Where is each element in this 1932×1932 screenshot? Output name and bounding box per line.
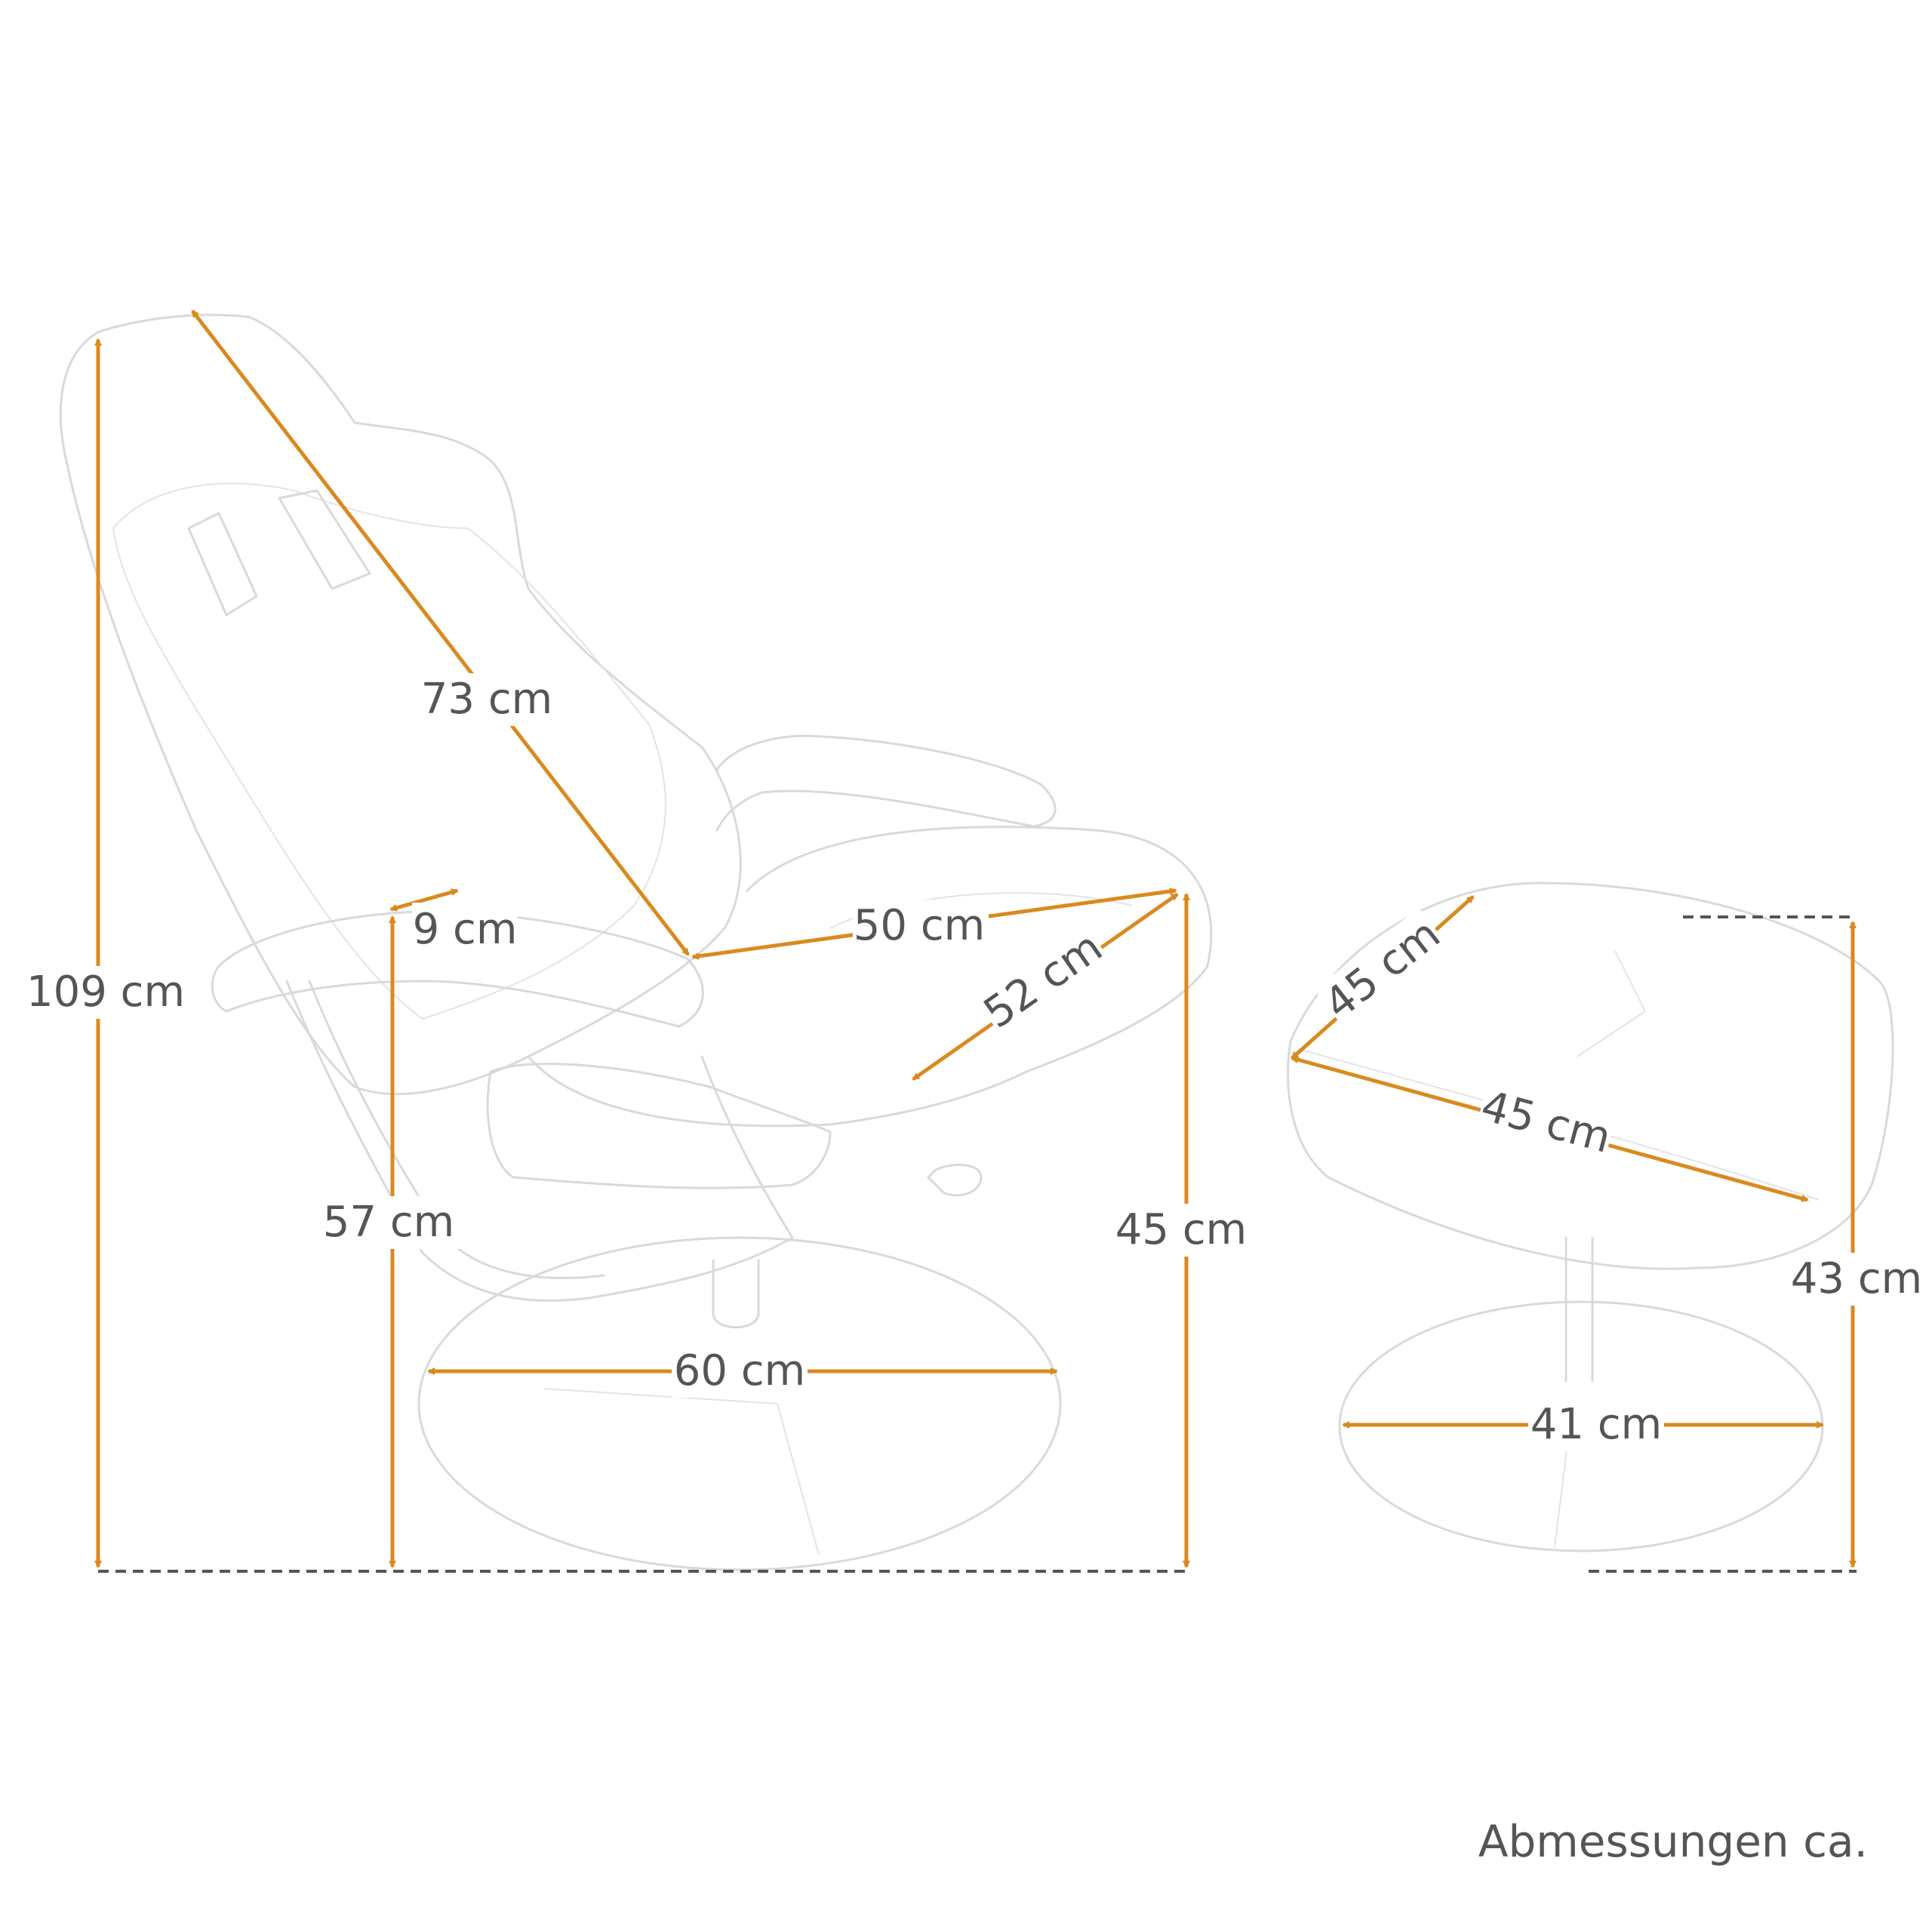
label-stool-height: 43 cm bbox=[1791, 1254, 1922, 1303]
label-armrest-height: 57 cm bbox=[323, 1198, 454, 1247]
dim-line-backrest-length bbox=[191, 309, 690, 956]
label-seat-height: 45 cm bbox=[1115, 1205, 1247, 1254]
label-seat-depth: 50 cm bbox=[854, 901, 985, 950]
label-stool-base-diameter: 41 cm bbox=[1531, 1400, 1662, 1449]
label-backrest-length: 73 cm bbox=[421, 675, 552, 724]
label-stool-top-depth: 45 cm bbox=[1315, 909, 1449, 1029]
chair-illustration bbox=[59, 313, 1213, 1571]
label-seat-width: 52 cm bbox=[975, 922, 1111, 1038]
caption-approx-dimensions: Abmessungen ca. bbox=[1478, 1816, 1868, 1867]
chair-dimensions bbox=[94, 309, 1190, 1568]
labels: 109 cm 73 cm 9 cm 50 cm 52 cm 57 cm 45 c… bbox=[23, 673, 1928, 1867]
label-base-diameter: 60 cm bbox=[674, 1346, 805, 1395]
label-stool-top-width: 45 cm bbox=[1476, 1081, 1616, 1163]
label-armrest-width: 9 cm bbox=[413, 905, 518, 954]
label-total-height: 109 cm bbox=[26, 968, 185, 1017]
dim-line-armrest-width bbox=[389, 888, 459, 912]
